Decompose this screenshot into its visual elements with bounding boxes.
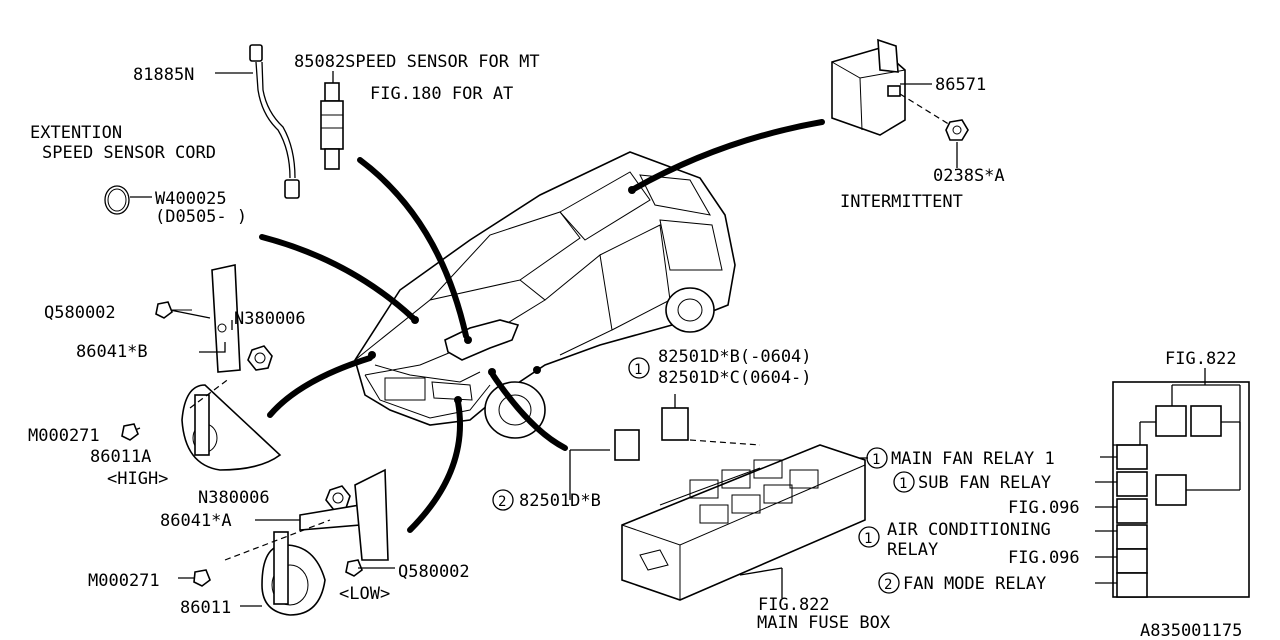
labels: 81885N EXTENTION SPEED SENSOR CORD W4000…	[28, 52, 1242, 640]
label-86041b: 86041*B	[76, 342, 148, 362]
label-n380006-top: N380006	[234, 309, 306, 329]
label-86041a: 86041*A	[160, 511, 232, 531]
label-85082: 85082SPEED SENSOR FOR MT	[294, 52, 540, 72]
marker-2-relay-left: 2	[498, 494, 506, 510]
label-m000271-top: M000271	[28, 426, 100, 446]
marker-1-sub-fan: 1	[899, 476, 907, 492]
label-extension: EXTENTION	[30, 123, 122, 143]
label-fig180: FIG.180 FOR AT	[370, 84, 513, 104]
label-d0505: (D0505- )	[155, 207, 247, 227]
label-82501d-b-range: 82501D*B(-0604)	[658, 347, 812, 367]
label-air-conditioning: AIR CONDITIONING	[887, 520, 1051, 540]
label-relay: RELAY	[887, 540, 938, 560]
callout-markers	[492, 357, 915, 594]
label-main-fan-relay: MAIN FAN RELAY 1	[891, 449, 1055, 469]
marker-1-main-fan: 1	[872, 452, 880, 468]
marker-1-air-cond: 1	[864, 531, 872, 547]
label-intermittent: INTERMITTENT	[840, 192, 963, 212]
label-fig822-top: FIG.822	[1165, 349, 1237, 369]
label-fig096-b: FIG.096	[1008, 548, 1080, 568]
main-fuse-box-part	[569, 394, 868, 601]
marker-2-fan-mode: 2	[884, 577, 892, 593]
label-high: <HIGH>	[107, 469, 168, 489]
speed-sensor-part	[320, 71, 344, 170]
label-n380006-bot: N380006	[198, 488, 270, 508]
label-fig822-bottom: FIG.822	[758, 595, 830, 615]
vehicle-drawing	[354, 151, 736, 439]
label-0238s: 0238S*A	[933, 166, 1005, 186]
intermittent-relay-part	[831, 38, 969, 168]
marker-1-relay-top: 1	[634, 362, 642, 378]
label-m000271-bot: M000271	[88, 571, 160, 591]
label-low: <LOW>	[339, 584, 390, 604]
o-ring-part	[104, 185, 152, 215]
label-speed-sensor-cord: SPEED SENSOR CORD	[42, 143, 216, 163]
label-82501d-b: 82501D*B	[519, 491, 601, 511]
label-81885n: 81885N	[133, 65, 194, 85]
label-q580002-top: Q580002	[44, 303, 116, 323]
label-reference-code: A835001175	[1140, 621, 1242, 640]
extension-speed-sensor-cord	[215, 44, 300, 199]
label-fig096-a: FIG.096	[1008, 498, 1080, 518]
leader-lines	[259, 119, 825, 533]
label-w400025: W400025	[155, 189, 227, 209]
horn-low-assembly	[178, 468, 395, 616]
label-82501d-c-range: 82501D*C(0604-)	[658, 368, 812, 388]
label-sub-fan-relay: SUB FAN RELAY	[918, 473, 1051, 493]
label-q580002-bot: Q580002	[398, 562, 470, 582]
horn-high-assembly	[121, 264, 282, 471]
label-86011a: 86011A	[90, 447, 151, 467]
label-86011: 86011	[180, 598, 231, 618]
label-main-fuse-box: MAIN FUSE BOX	[757, 613, 891, 633]
relay-layout-schematic	[1095, 368, 1250, 598]
label-fan-mode-relay: FAN MODE RELAY	[903, 574, 1046, 594]
label-86571: 86571	[935, 75, 986, 95]
